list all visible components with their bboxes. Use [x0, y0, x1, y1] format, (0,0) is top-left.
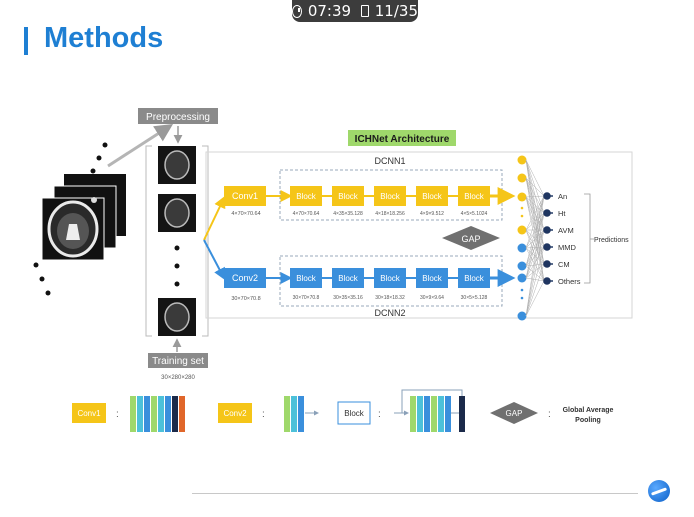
feature-nodes [517, 155, 527, 321]
slide-counter: 11/35 [374, 2, 418, 20]
preprocessing-label: Preprocessing [146, 112, 210, 123]
legend-gap-diamond [490, 402, 538, 424]
output-nodes [543, 192, 553, 285]
legend-conv1-label: Conv1 [77, 409, 101, 418]
branch-arrow-yellow [203, 195, 226, 241]
predictions-bracket [584, 193, 594, 284]
legend-gap-desc-line1: Global Average [563, 407, 614, 414]
slide-icon [361, 5, 369, 17]
conv1-label: Conv1 [232, 191, 258, 201]
dcnn1-block-3-dims: 4×18×18.256 [375, 211, 405, 217]
gap-diamond [442, 226, 500, 250]
dcnn2-block-2-dims: 30×35×35.16 [333, 295, 363, 301]
legend-gap-label: GAP [506, 409, 523, 418]
branch-arrow-blue [203, 239, 226, 281]
dcnn1-block-4-dims: 4×9×9.512 [420, 211, 444, 217]
dcnn2-block-2-label: Block [338, 274, 359, 283]
timer-time: 07:39 [307, 2, 352, 20]
training-slices [158, 146, 196, 336]
dcnn2-block-5-label: Block [464, 274, 485, 283]
dcnn1-blocks [266, 186, 516, 206]
dots-lower-left [33, 262, 51, 296]
legend-colon-4: : [548, 409, 551, 420]
conv1-box [224, 186, 266, 206]
legend-conv2 [218, 396, 319, 432]
dcnn2-block-5-dims: 30×5×5.128 [461, 295, 488, 301]
title-accent-bar [24, 27, 28, 55]
conv2-box [224, 268, 266, 288]
training-set-box [148, 353, 208, 368]
dots-upper-left [90, 142, 108, 174]
predictions-label: Predictions [594, 237, 629, 244]
legend-conv1 [72, 396, 185, 432]
output-label-others: Others [558, 277, 581, 286]
dcnn2-blocks [266, 268, 516, 288]
legend-colon-2: : [262, 409, 265, 420]
dcnn1-block-4-label: Block [422, 192, 443, 201]
dcnn2-block-3-label: Block [380, 274, 401, 283]
training-set-dims: 30×280×280 [161, 375, 195, 381]
ct-scan-stack [41, 174, 126, 261]
legend-colon-1: : [116, 409, 119, 420]
gap-label: GAP [461, 234, 480, 244]
dcnn1-block-1-label: Block [296, 192, 317, 201]
dcnn1-block-5-label: Block [464, 192, 485, 201]
dcnn2-block-1-label: Block [296, 274, 317, 283]
dense-connections [525, 159, 545, 317]
legend-block-box [337, 401, 371, 425]
dcnn1-block-2-label: Block [338, 192, 359, 201]
output-label-ht: Ht [558, 209, 566, 218]
conv2-dims: 30×70×70.8 [231, 296, 260, 302]
output-label-an: An [558, 192, 567, 201]
conv2-label: Conv2 [232, 273, 258, 283]
dcnn1-block-3-label: Block [380, 192, 401, 201]
architecture-frame [205, 151, 633, 319]
dcnn1-block-1-dims: 4×70×70.64 [293, 211, 320, 217]
footer-divider [192, 493, 638, 494]
dcnn2-block-4-label: Block [422, 274, 443, 283]
output-label-avm: AVM [558, 226, 574, 235]
presentation-timer: 07:39 11/35 [292, 0, 418, 22]
legend-colon-3: : [378, 409, 381, 420]
dcnn1-block-2-dims: 4×35×35.128 [333, 211, 363, 217]
preprocessing-arrow [107, 124, 174, 168]
legend-block-label: Block [344, 409, 365, 418]
legend-block-detail [394, 389, 465, 432]
output-label-cm: CM [558, 260, 570, 269]
output-label-mmd: MMD [558, 243, 576, 252]
dcnn2-block-3-dims: 30×18×18.32 [375, 295, 405, 301]
slice-bracket-right [202, 145, 209, 337]
legend-gap-desc-line2: Pooling [575, 417, 601, 424]
architecture-title-box [348, 130, 456, 146]
legend-conv2-label: Conv2 [223, 409, 247, 418]
dcnn1-block-5-dims: 4×5×5.1024 [461, 211, 488, 217]
clock-icon [292, 4, 302, 18]
training-set-label: Training set [152, 356, 204, 367]
slide-title: Methods [44, 22, 164, 54]
dcnn2-block-1-dims: 30×70×70.8 [293, 295, 320, 301]
dcnn2-label: DCNN2 [374, 308, 405, 318]
dcnn2-block-4-dims: 30×9×9.64 [420, 295, 444, 301]
architecture-title: ICHNet Architecture [355, 134, 450, 145]
slice-bracket-left [145, 145, 152, 337]
institution-logo-icon [648, 480, 670, 502]
dcnn1-label: DCNN1 [374, 156, 405, 166]
preprocessing-box [138, 108, 218, 124]
conv1-dims: 4×70×70.64 [231, 211, 260, 217]
